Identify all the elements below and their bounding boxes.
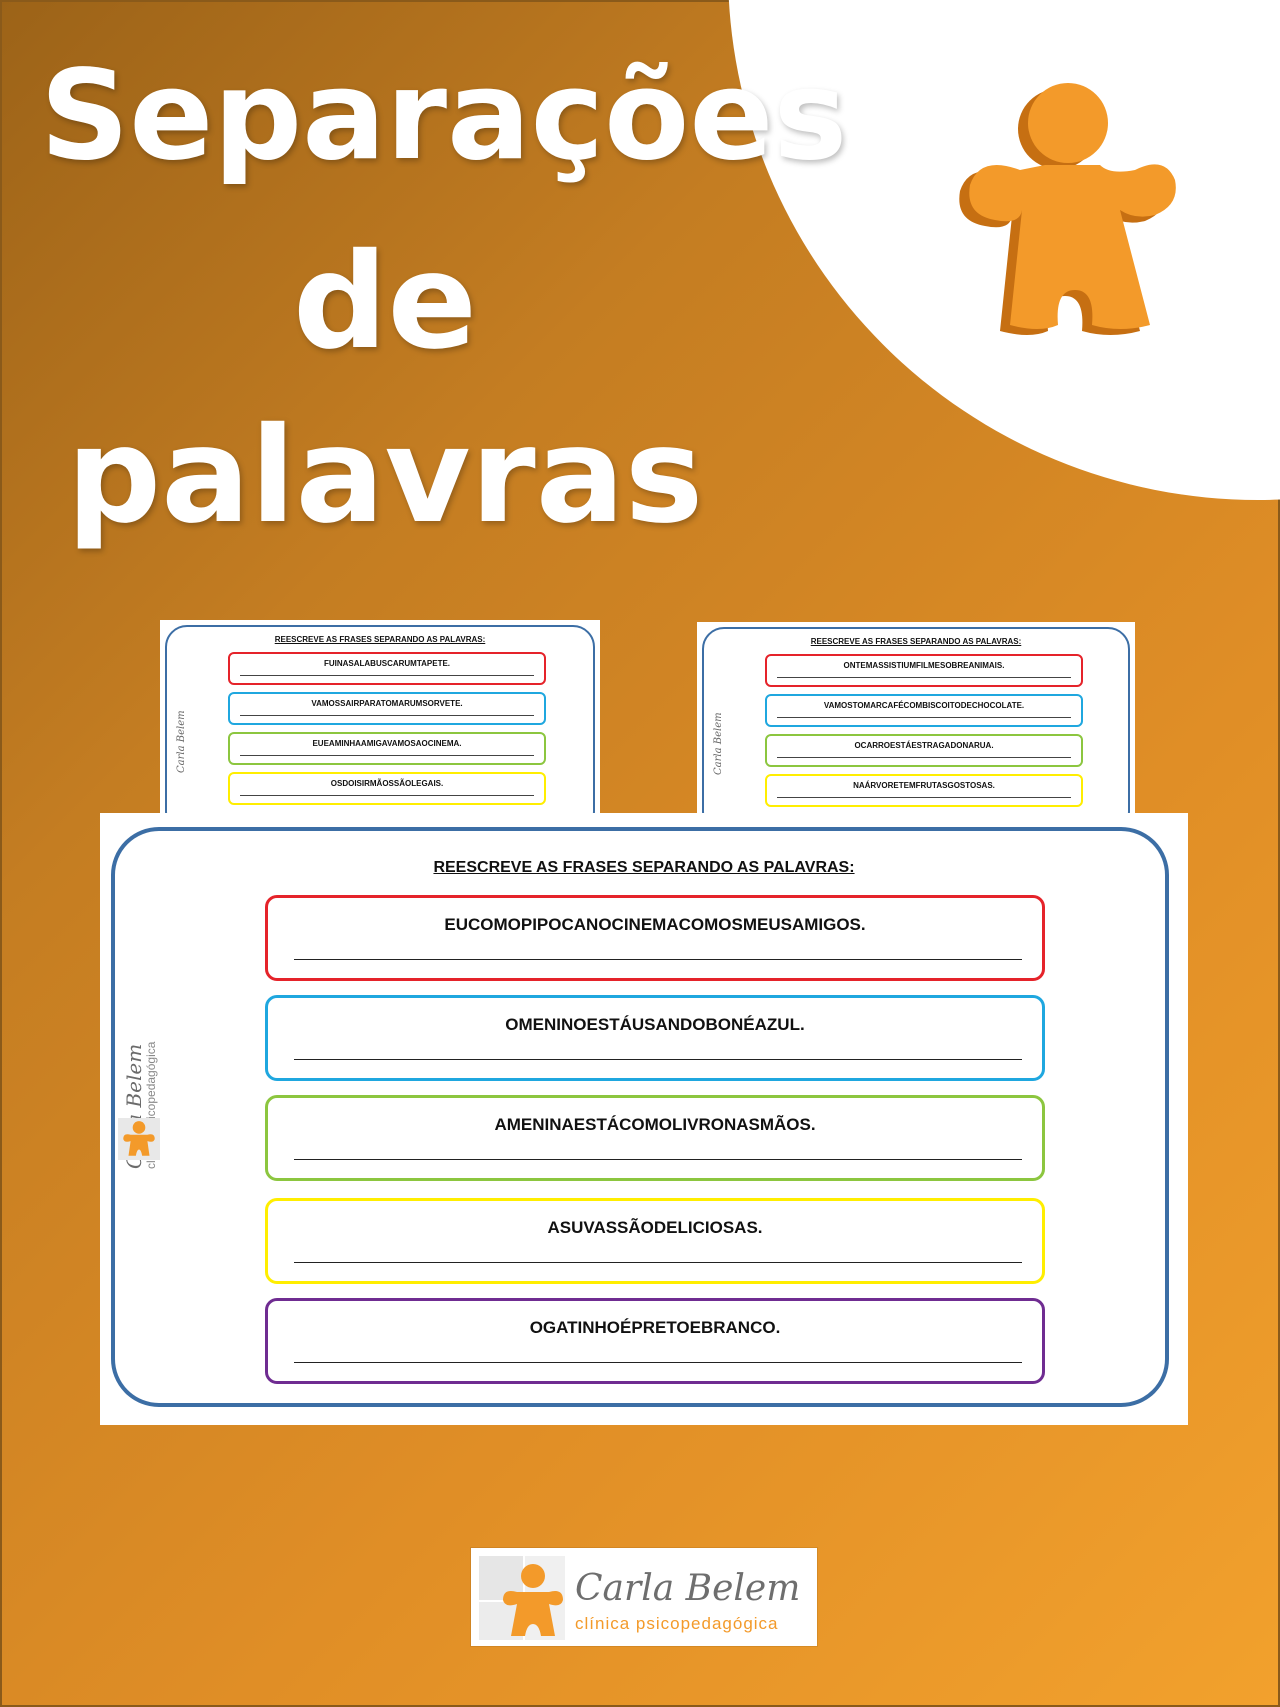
sentence-text: OSDOISIRMÃOSSÃOLEGAIS.	[330, 779, 444, 788]
title-line-1: Separações	[40, 44, 848, 188]
sentence-box: OMENINOESTÁUSANDOBONÉAZUL.	[265, 995, 1045, 1081]
worksheet-heading: REESCREVE AS FRASES SEPARANDO AS PALAVRA…	[433, 859, 855, 876]
answer-line[interactable]	[240, 795, 534, 796]
sentence-box: VAMOSTOMARCAFÉCOMBISCOITODECHOCOLATE.	[765, 694, 1083, 727]
puzzle-logo-icon	[118, 1118, 160, 1160]
worksheet-frame	[702, 627, 1130, 813]
worksheet-heading: REESCREVE AS FRASES SEPARANDO AS PALAVRA…	[274, 635, 486, 644]
sentence-box: VAMOSSAIRPARATOMARUMSORVETE.	[228, 692, 546, 725]
answer-line[interactable]	[294, 1159, 1022, 1160]
sentence-text: OGATINHOÉPRETOEBRANCO.	[529, 1318, 781, 1337]
title-line-2: de	[292, 225, 477, 379]
worksheet-thumbnail-right: REESCREVE AS FRASES SEPARANDO AS PALAVRA…	[697, 622, 1135, 813]
answer-line[interactable]	[240, 755, 534, 756]
sentence-box: NAÁRVORETEMFRUTASGOSTOSAS.	[765, 774, 1083, 807]
sentence-text: AMENINAESTÁCOMOLIVRONASMÃOS.	[494, 1115, 816, 1134]
answer-line[interactable]	[294, 1059, 1022, 1060]
worksheet-frame	[111, 827, 1169, 1407]
sentence-text: OCARROESTÁESTRAGADONARUA.	[854, 741, 994, 750]
side-logo: Carla Belem	[711, 697, 733, 777]
answer-line[interactable]	[294, 959, 1022, 960]
brand-logo: Carla Belem clínica psicopedagógica	[471, 1548, 817, 1646]
answer-line[interactable]	[777, 797, 1071, 798]
worksheet-frame	[165, 625, 595, 813]
side-logo-text: Carla Belem	[176, 710, 187, 773]
brand-name: Carla Belem	[575, 1568, 801, 1609]
side-logo-text: Carla Belem	[713, 712, 724, 775]
answer-line[interactable]	[294, 1262, 1022, 1263]
sentence-text: EUCOMOPIPOCANOCINEMACOMOSMEUSAMIGOS.	[444, 915, 866, 934]
answer-line[interactable]	[777, 757, 1071, 758]
sentence-text: VAMOSTOMARCAFÉCOMBISCOITODECHOCOLATE.	[823, 701, 1025, 710]
side-logo: Carla Belem	[174, 695, 196, 775]
answer-line[interactable]	[240, 675, 534, 676]
sentence-box: FUINASALABUSCARUMTAPETE.	[228, 652, 546, 685]
sentence-box: EUCOMOPIPOCANOCINEMACOMOSMEUSAMIGOS.	[265, 895, 1045, 981]
sentence-text: NAÁRVORETEMFRUTASGOSTOSAS.	[853, 781, 995, 790]
sentence-box: AMENINAESTÁCOMOLIVRONASMÃOS.	[265, 1095, 1045, 1181]
answer-line[interactable]	[294, 1362, 1022, 1363]
sentence-box: ASUVASSÃODELICIOSAS.	[265, 1198, 1045, 1284]
sentence-box: OGATINHOÉPRETOEBRANCO.	[265, 1298, 1045, 1384]
worksheet-thumbnail-left: REESCREVE AS FRASES SEPARANDO AS PALAVRA…	[160, 620, 600, 813]
sentence-box: EUEAMINHAAMIGAVAMOSAOCINEMA.	[228, 732, 546, 765]
sentence-box: ONTEMASSISTIUMFILMESOBREANIMAIS.	[765, 654, 1083, 687]
sentence-box: OCARROESTÁESTRAGADONARUA.	[765, 734, 1083, 767]
answer-line[interactable]	[240, 715, 534, 716]
sentence-text: ASUVASSÃODELICIOSAS.	[547, 1218, 763, 1237]
brand-subtitle: clínica psicopedagógica	[575, 1614, 779, 1633]
sentence-text: VAMOSSAIRPARATOMARUMSORVETE.	[311, 699, 463, 708]
answer-line[interactable]	[777, 677, 1071, 678]
puzzle-logo-icon	[479, 1556, 565, 1640]
sentence-text: EUEAMINHAAMIGAVAMOSAOCINEMA.	[312, 739, 462, 748]
sentence-box: OSDOISIRMÃOSSÃOLEGAIS.	[228, 772, 546, 805]
title-line-3: palavras	[66, 399, 704, 553]
worksheet-main: REESCREVE AS FRASES SEPARANDO AS PALAVRA…	[100, 813, 1188, 1425]
puzzle-person-icon	[959, 83, 1176, 335]
sentence-text: OMENINOESTÁUSANDOBONÉAZUL.	[505, 1015, 805, 1034]
worksheet-heading: REESCREVE AS FRASES SEPARANDO AS PALAVRA…	[810, 637, 1022, 646]
sentence-text: ONTEMASSISTIUMFILMESOBREANIMAIS.	[843, 661, 1005, 670]
answer-line[interactable]	[777, 717, 1071, 718]
sentence-text: FUINASALABUSCARUMTAPETE.	[323, 659, 451, 668]
